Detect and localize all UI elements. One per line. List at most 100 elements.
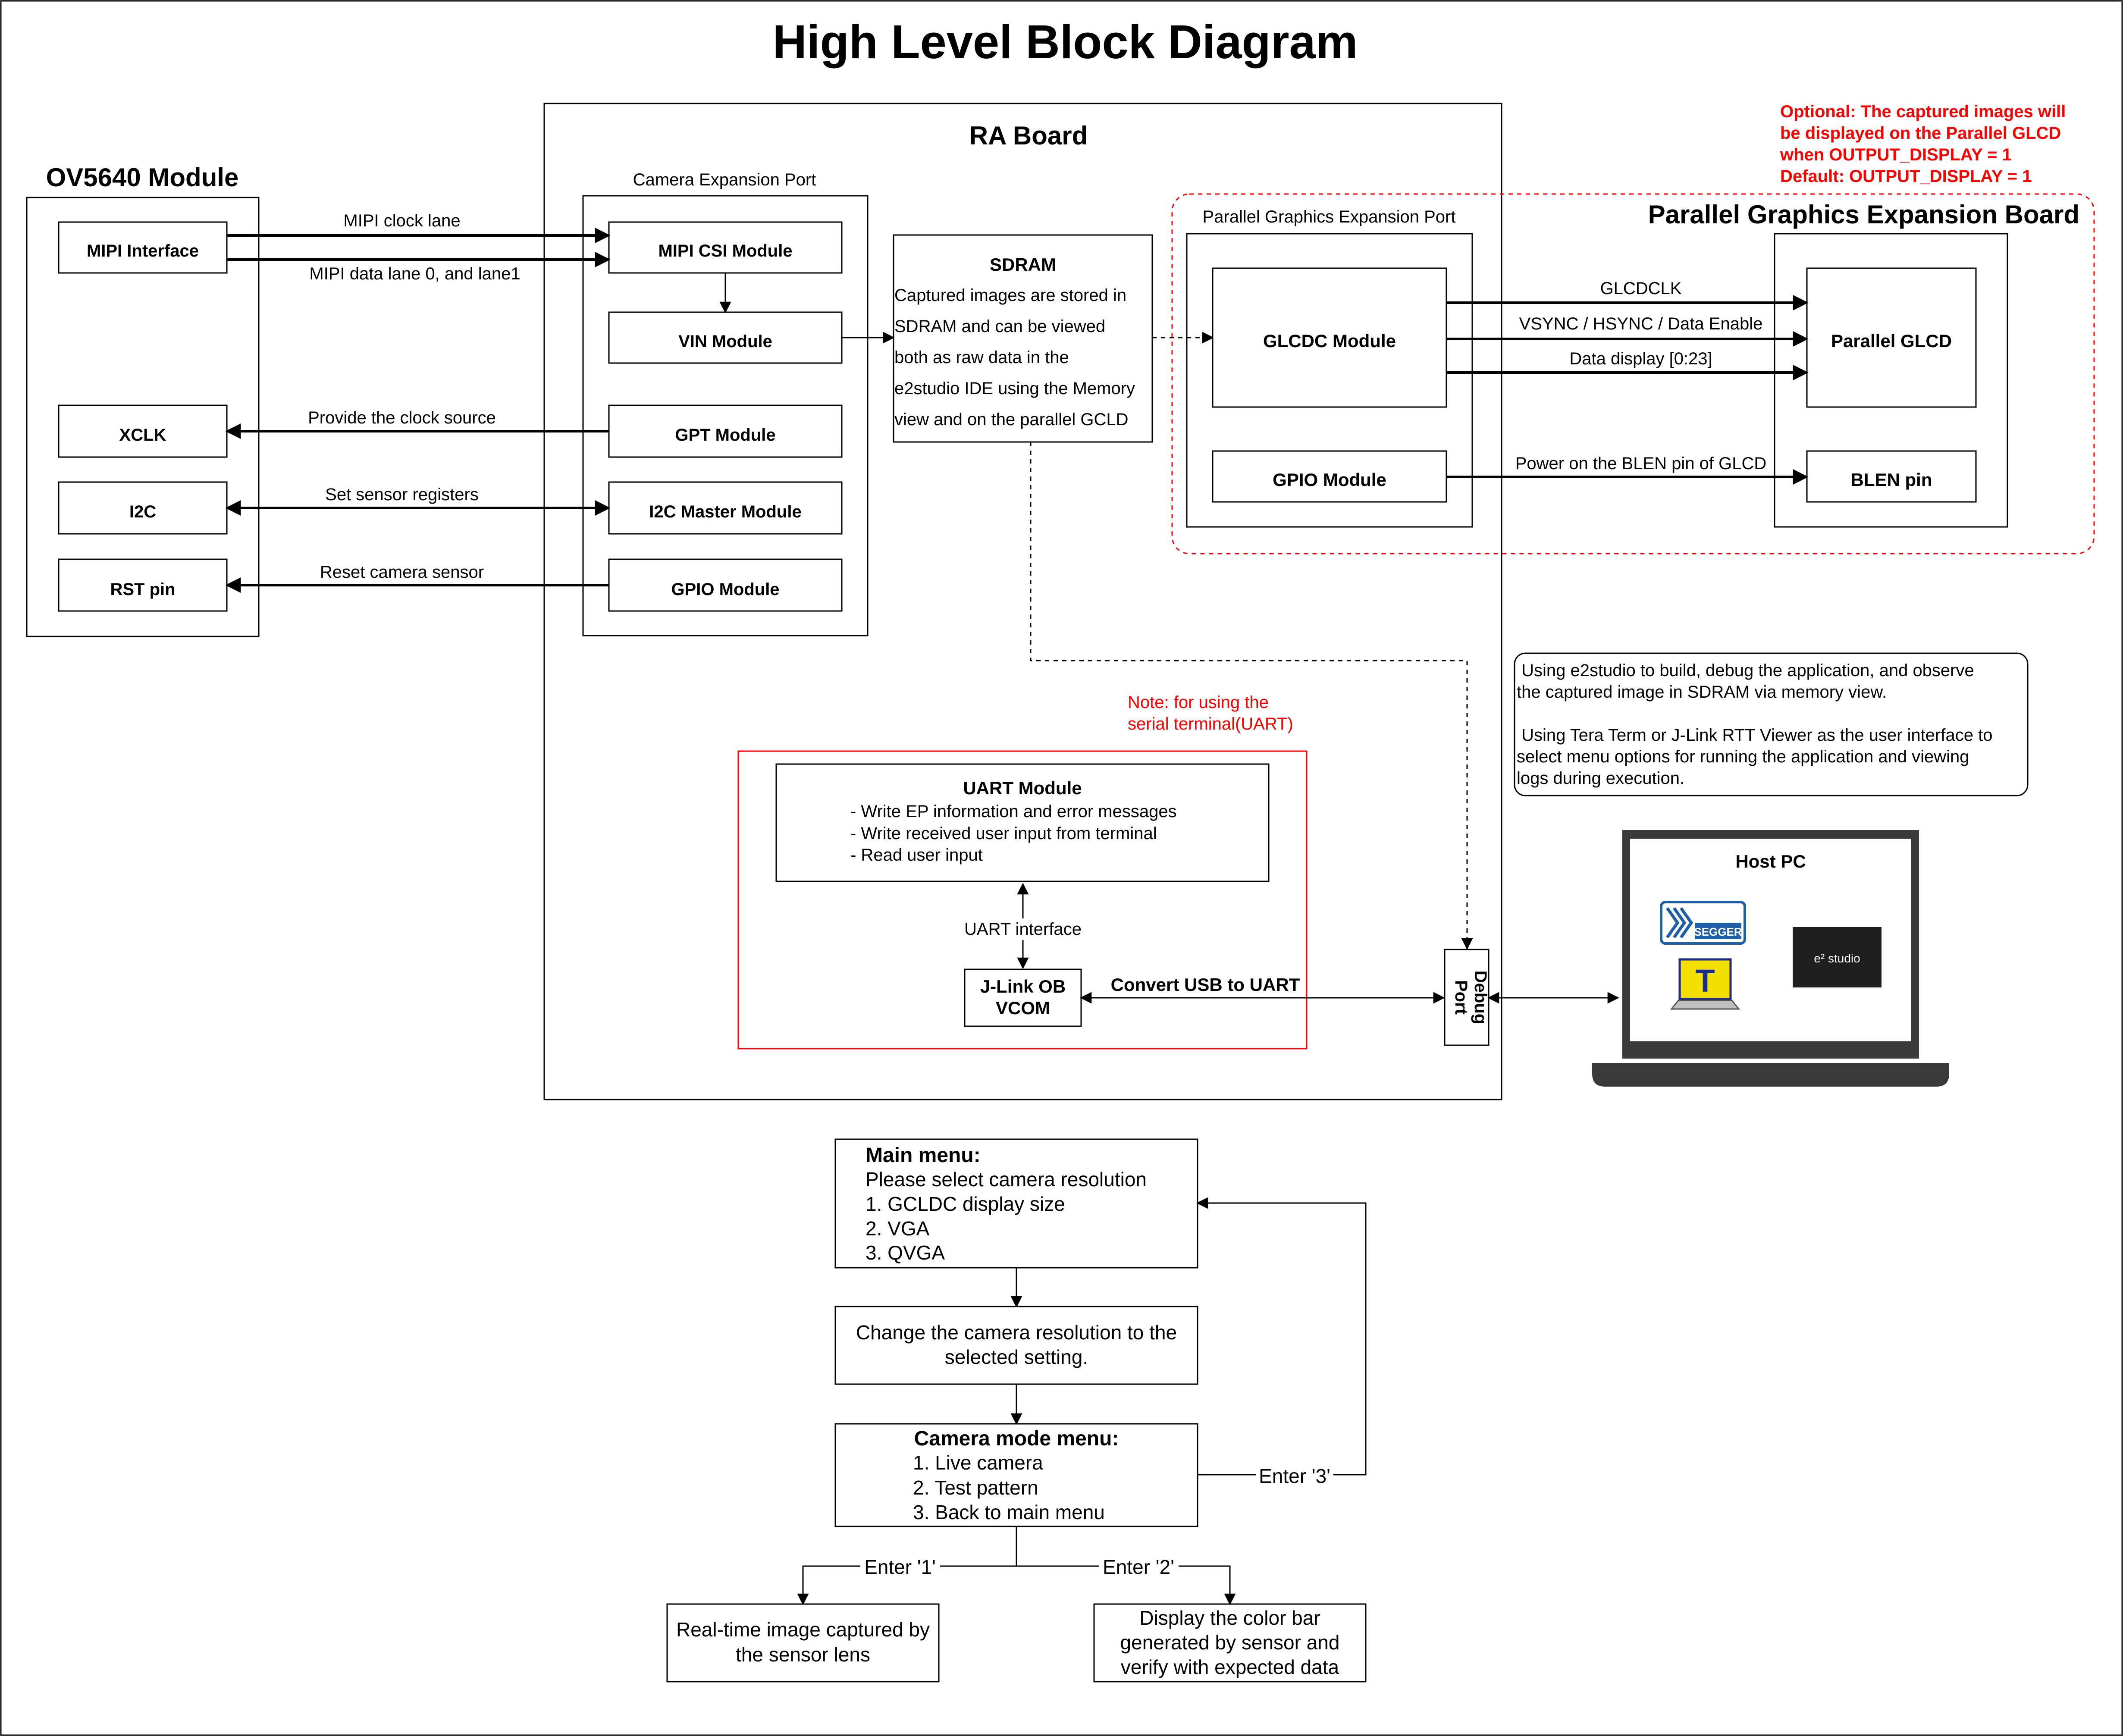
convert-usb-label: Convert USB to UART: [1111, 975, 1300, 995]
svg-text:VIN Module: VIN Module: [678, 332, 772, 351]
camera-menu-title: Camera mode menu:: [914, 1427, 1119, 1450]
change-resolution-block: Change the camera resolution to the sele…: [834, 1306, 1198, 1385]
svg-text:GPIO Module: GPIO Module: [671, 580, 779, 599]
laptop-base: [1592, 1063, 1949, 1087]
jlink-line-2: VCOM: [996, 998, 1050, 1018]
colorbar-line-3: verify with expected data: [1121, 1656, 1339, 1678]
ov5640-container: [26, 197, 260, 637]
i2c-master-module-block: I2C Master Module: [608, 481, 843, 535]
host-pc-laptop: Host PC SEGGER T e² studio: [1592, 830, 1949, 1087]
enter2-label-bg: [1099, 1555, 1179, 1579]
glcdclk-label: GLCDCLK: [1600, 279, 1682, 298]
sdram-title: SDRAM: [990, 254, 1056, 275]
colorbar-line-1: Display the color bar: [1139, 1607, 1320, 1629]
enter3-label: Enter '3': [1259, 1465, 1330, 1487]
teraterm-icon: T: [1670, 958, 1740, 1010]
uart-note-line-1: Note: for using the: [1128, 693, 1269, 712]
camera-mode-menu-block: Camera mode menu: 1. Live camera 2. Test…: [834, 1423, 1198, 1527]
power-blen-label: Power on the BLEN pin of GLCD: [1515, 454, 1767, 473]
mipi-clock-label: MIPI clock lane: [343, 211, 460, 230]
info-line-4: Using Tera Term or J-Link RTT Viewer as …: [1517, 726, 1992, 745]
svg-text:XCLK: XCLK: [119, 426, 166, 445]
e2studio-logo: e² studio: [1793, 927, 1882, 987]
main-menu-line-4: 3. QVGA: [866, 1241, 945, 1264]
uart-section-box: [737, 750, 1308, 1050]
svg-text:RST pin: RST pin: [110, 580, 175, 599]
main-menu-block: Main menu: Please select camera resoluti…: [834, 1138, 1198, 1269]
uart-interface-label: UART interface: [964, 920, 1082, 939]
sensor-registers-label: Set sensor registers: [325, 485, 479, 504]
info-line-5: select menu options for running the appl…: [1517, 747, 1969, 766]
graphics-board-container: [1774, 233, 2008, 528]
uart-module-block: UART Module - Write EP information and e…: [775, 763, 1270, 882]
glcdc-module-block: GLCDC Module: [1212, 267, 1447, 408]
info-line-1: Using e2studio to build, debug the appli…: [1517, 661, 1974, 680]
enter2-branch-arrow: [1016, 1565, 1236, 1605]
mipi-interface-block: MIPI Interface: [58, 221, 228, 274]
rst-pin-block: RST pin: [58, 558, 228, 612]
optional-note-line-1: Optional: The captured images will: [1780, 102, 2066, 121]
info-line-2: the captured image in SDRAM via memory v…: [1517, 683, 1887, 702]
svg-text:BLEN pin: BLEN pin: [1851, 470, 1932, 490]
graphics-board-title: Parallel Graphics Expansion Board: [1648, 200, 2079, 229]
svg-text:GPT Module: GPT Module: [675, 426, 775, 445]
vin-module-block: VIN Module: [608, 311, 843, 364]
svg-text:I2C Master Module: I2C Master Module: [649, 502, 801, 521]
ra-board-title: RA Board: [969, 121, 1088, 150]
debug-port-line-2: Port: [1452, 980, 1471, 1015]
vsync-label: VSYNC / HSYNC / Data Enable: [1519, 314, 1763, 333]
svg-text:GLCDC Module: GLCDC Module: [1263, 331, 1396, 351]
camera-expansion-port-label: Camera Expansion Port: [633, 170, 816, 189]
info-box: [1514, 652, 2029, 796]
mipi-data-label: MIPI data lane 0, and lane1: [309, 264, 520, 283]
parallel-glcd-block: Parallel GLCD: [1806, 267, 1977, 408]
uart-module-line-2: - Write received user input from termina…: [850, 824, 1157, 843]
host-pc-title: Host PC: [1735, 851, 1806, 871]
ra-board-container: [543, 103, 1502, 1100]
debug-port-line-1: Debug: [1471, 971, 1490, 1024]
graphics-port-label: Parallel Graphics Expansion Port: [1203, 207, 1456, 226]
enter1-label-bg: [860, 1555, 940, 1579]
sdram-line-5: view and on the parallel GCLD: [894, 410, 1129, 429]
svg-text:MIPI CSI Module: MIPI CSI Module: [658, 241, 792, 260]
jlink-ob-vcom-block: J-Link OB VCOM: [964, 968, 1082, 1027]
camera-expansion-port: [582, 195, 869, 636]
info-line-6: logs during execution.: [1517, 769, 1684, 788]
sdram-line-1: Captured images are stored in: [894, 286, 1126, 305]
svg-text:e² studio: e² studio: [1814, 952, 1860, 965]
diagram-title: High Level Block Diagram: [772, 16, 1358, 69]
uart-module-line-3: - Read user input: [850, 846, 983, 865]
enter1-label: Enter '1': [864, 1556, 936, 1578]
color-bar-block: Display the color bar generated by senso…: [1093, 1603, 1367, 1683]
realtime-line-2: the sensor lens: [736, 1643, 870, 1666]
change-line-2: selected setting.: [945, 1346, 1088, 1368]
main-menu-line-2: 1. GCLDC display size: [866, 1193, 1065, 1215]
mipi-csi-module-block: MIPI CSI Module: [608, 221, 843, 274]
uart-module-line-1: - Write EP information and error message…: [850, 802, 1177, 821]
reset-sensor-label: Reset camera sensor: [320, 563, 484, 582]
optional-note-line-3: when OUTPUT_DISPLAY = 1: [1780, 145, 2012, 164]
debug-port-block: Debug Port: [1444, 949, 1490, 1046]
svg-text:Parallel GLCD: Parallel GLCD: [1831, 331, 1952, 351]
main-menu-line-1: Please select camera resolution: [866, 1168, 1147, 1191]
svg-text:GPIO Module: GPIO Module: [1273, 470, 1386, 490]
sdram-line-3: both as raw data in the: [894, 348, 1069, 367]
jlink-line-1: J-Link OB: [980, 976, 1066, 996]
main-menu-title: Main menu:: [866, 1144, 981, 1167]
enter2-label: Enter '2': [1103, 1556, 1174, 1578]
realtime-line-1: Real-time image captured by: [676, 1618, 930, 1641]
main-menu-line-3: 2. VGA: [866, 1217, 930, 1240]
ov5640-title: OV5640 Module: [46, 163, 239, 192]
data-display-label: Data display [0:23]: [1569, 349, 1712, 368]
uart-module-title: UART Module: [963, 778, 1082, 798]
gpt-module-block: GPT Module: [608, 404, 843, 458]
i2c-block: I2C: [58, 481, 228, 535]
segger-logo: SEGGER: [1660, 901, 1746, 945]
clock-source-label: Provide the clock source: [308, 408, 496, 427]
svg-text:T: T: [1695, 963, 1715, 999]
camera-menu-line-2: 2. Test pattern: [913, 1476, 1038, 1499]
svg-text:SEGGER: SEGGER: [1694, 925, 1742, 938]
uart-note-line-2: serial terminal(UART): [1128, 714, 1293, 733]
gpio-module-graphics-block: GPIO Module: [1212, 450, 1447, 503]
